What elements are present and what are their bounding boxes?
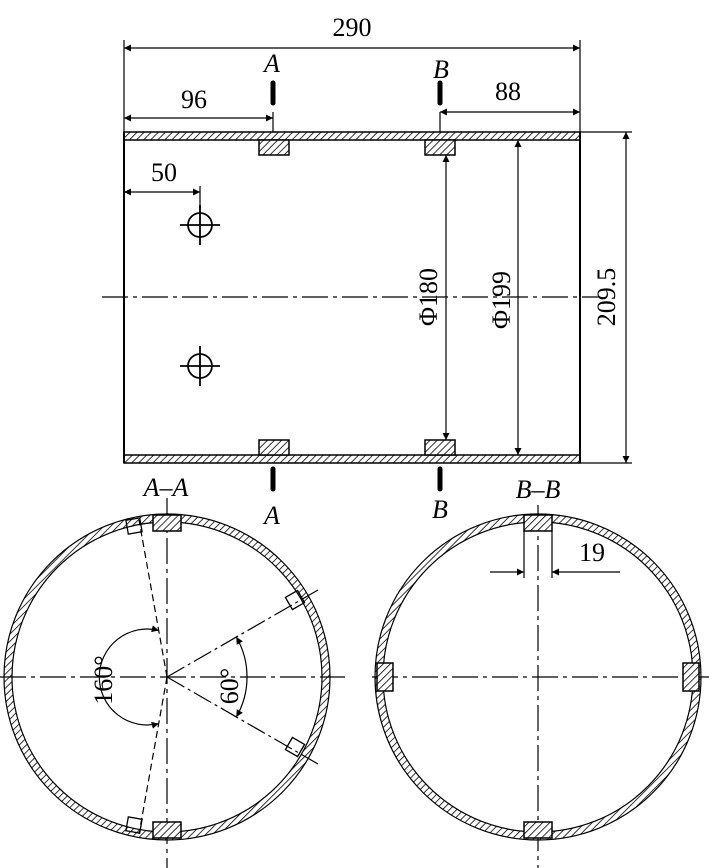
section-b-block-right [682,662,700,692]
section-a-block-top [152,514,182,532]
section-marker-a-bottom: A [262,501,280,530]
dim-96 [124,112,274,132]
section-b-block-left [376,662,394,692]
dim-96-label: 96 [181,85,207,114]
hole-upper [180,205,220,245]
section-a-block-bottom [152,821,182,839]
block-a-bottom [258,439,290,456]
dim-209-5-label: 209.5 [592,268,621,327]
section-b-title: B–B [516,475,561,504]
section-a-arc-60 [235,636,248,718]
dim-50-label: 50 [151,158,177,187]
section-b-view [372,505,709,868]
section-a-ray-upper-right [166,589,319,678]
hole-lower [180,346,220,386]
block-a-top [258,139,290,156]
section-a-pad-upper-left [125,517,143,535]
dim-209-5 [580,131,632,464]
bottom-wall [123,454,581,464]
section-a-title: A–A [142,473,189,502]
dim-phi-199-label: Φ199 [487,271,516,329]
section-a-angle-160: 160° [89,655,118,704]
section-marker-b-top: B [433,55,449,84]
section-a-view [0,498,345,868]
section-a-pad-upper-right [284,589,306,611]
dim-phi-180-label: Φ180 [414,268,443,326]
dim-88 [439,108,580,132]
dim-290-label: 290 [333,13,372,42]
top-wall [123,131,581,141]
section-a-ray-upper-left [138,519,168,678]
section-a-pad-lower-left [125,816,143,834]
dim-88-label: 88 [495,77,521,106]
dim-50 [124,186,201,210]
section-a-pad-lower-right [284,736,306,758]
section-marker-a-top: A [262,49,280,78]
section-b-block-bottom [523,821,553,839]
block-b-bottom [424,439,456,456]
block-b-top [424,139,456,156]
section-a-ray-lower-right [166,676,319,765]
section-marker-b-bottom: B [432,495,448,524]
front-view [102,40,632,492]
section-a-angle-60: 60° [215,668,244,704]
section-a-arc-160 [98,625,159,729]
section-b-dim-19-label: 19 [579,538,605,567]
section-a-ray-lower-left [138,676,168,835]
section-b-block-top [523,514,553,532]
